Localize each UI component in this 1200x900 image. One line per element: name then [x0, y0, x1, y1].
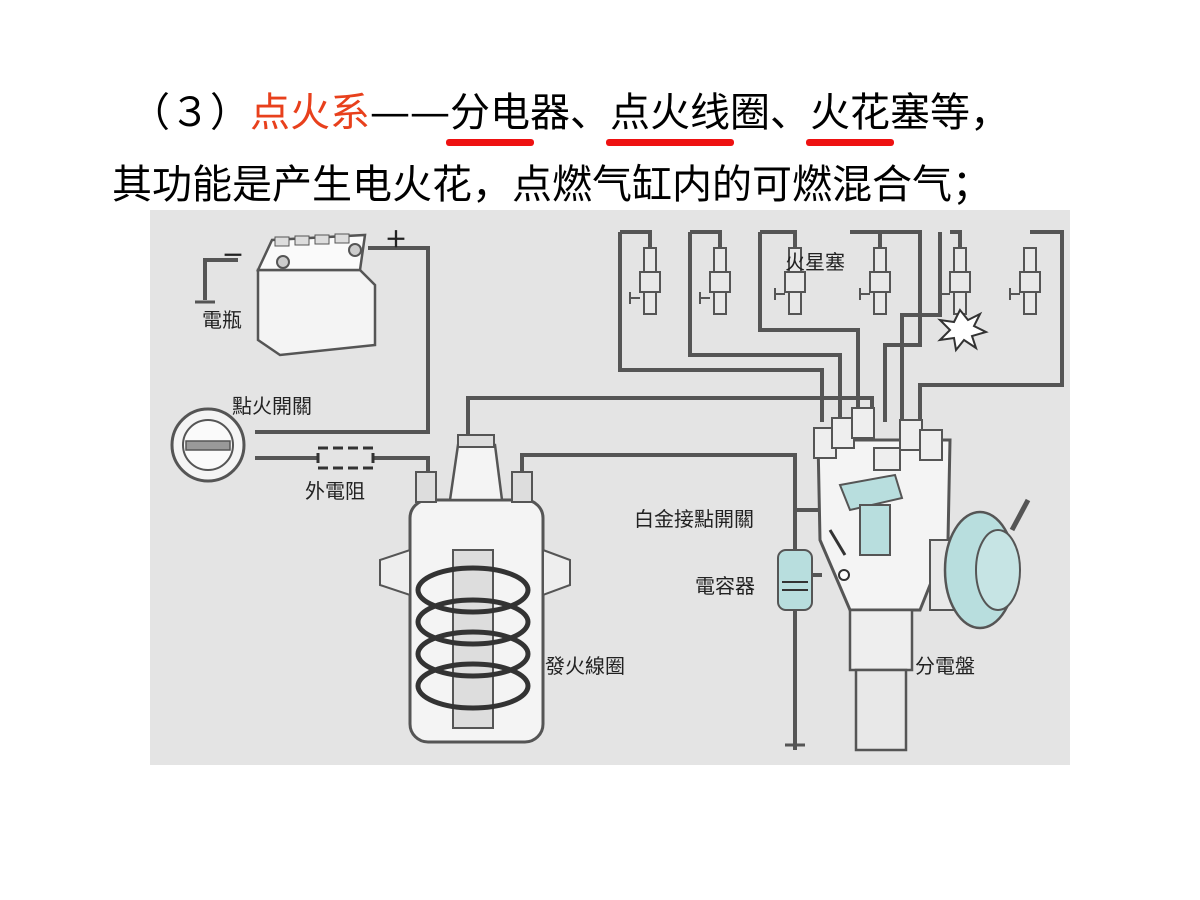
distributor-label: 分電盤	[915, 654, 975, 678]
capacitor	[777, 549, 813, 611]
spark-plug-2	[699, 247, 731, 315]
ignition-coil-term: 点火线	[606, 80, 734, 146]
system-name: 点火系	[250, 90, 370, 136]
spark-plug-term: 火花	[806, 80, 894, 146]
item3-tail: 塞等，	[890, 90, 1010, 136]
minus-sign: －	[222, 244, 245, 269]
spark-plug-1	[629, 247, 661, 315]
distributor	[777, 407, 1031, 752]
item2-tail: 圈、	[730, 90, 810, 136]
wiring	[203, 230, 1064, 750]
diagram-drawing	[170, 230, 1064, 752]
capacitor-label: 電容器	[695, 574, 755, 598]
breaker-points-label: 白金接點開關	[634, 507, 754, 531]
ignition-coil	[379, 434, 571, 744]
external-resistor	[316, 446, 375, 470]
spark-burst	[937, 308, 989, 353]
spark-plug-4	[859, 247, 891, 315]
spark-plug-3	[774, 247, 806, 315]
heading-line-1: （３）点火系——分电器、点火线圈、火花塞等，	[130, 80, 1200, 146]
external-resistor-label: 外電阻	[305, 479, 365, 503]
ignition-switch	[170, 407, 246, 483]
ignition-system-diagram: － ＋ 電瓶 點火開關 外電阻 發火線圈 火星塞 白金接點開關 電容器 分電盤	[150, 210, 1070, 765]
distributor-term: 分电	[446, 80, 534, 146]
ignition-switch-label: 點火開關	[232, 394, 312, 418]
plus-sign: ＋	[385, 228, 408, 253]
ignition-coil-label: 發火線圈	[545, 654, 625, 678]
heading-line-2: 其功能是产生电火花，点燃气缸内的可燃混合气；	[112, 162, 992, 208]
battery	[256, 233, 377, 357]
battery-label: 電瓶	[202, 308, 242, 332]
heading-prefix: （３）	[130, 90, 250, 136]
ground-symbols	[195, 300, 805, 747]
spark-plugs	[629, 247, 1041, 315]
spark-plug-label: 火星塞	[785, 250, 845, 274]
item1-tail: 器、	[530, 90, 610, 136]
spark-plug-5	[939, 247, 971, 315]
spark-plug-6	[1009, 247, 1041, 315]
heading-dash: ——	[370, 90, 450, 136]
